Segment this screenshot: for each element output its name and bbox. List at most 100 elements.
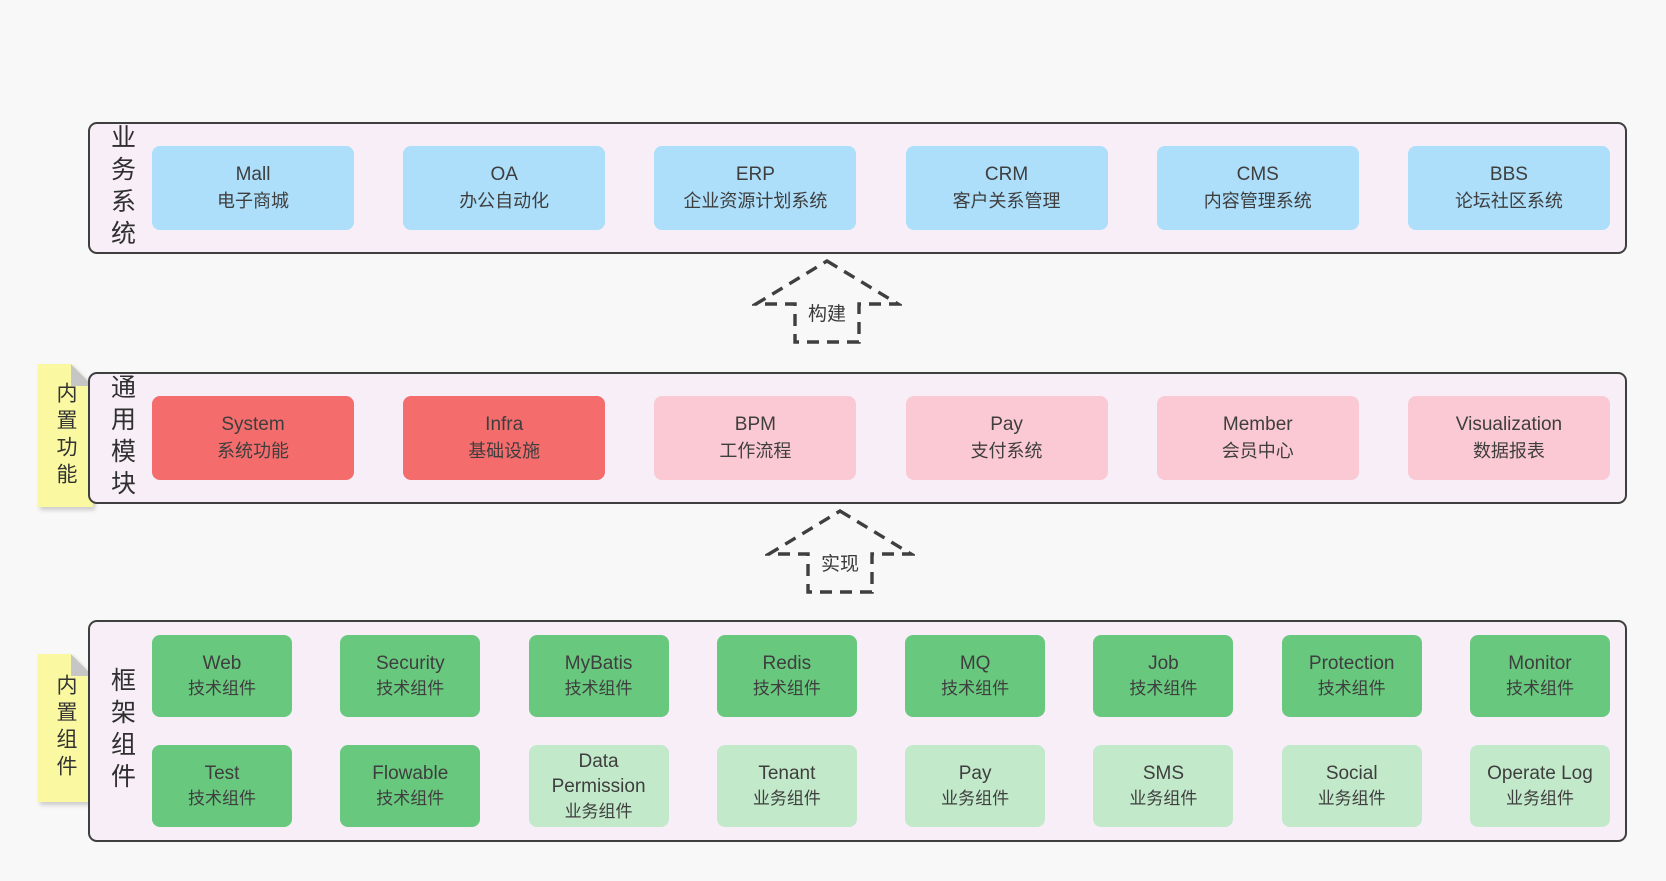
diagram-box-job: Job 技术组件	[1093, 635, 1234, 717]
box-title: Operate Log	[1487, 763, 1593, 784]
implement-arrow: 实现	[765, 508, 915, 596]
diagram-box-member: Member 会员中心	[1156, 396, 1359, 480]
box-subtitle: 业务组件	[1129, 789, 1198, 808]
box-subtitle: 基础设施	[468, 441, 541, 461]
box-subtitle: 办公自动化	[459, 191, 550, 211]
box-title: Flowable	[372, 763, 449, 784]
box-title: Tenant	[758, 763, 816, 784]
diagram-box-visualization: Visualization 数据报表	[1407, 396, 1610, 480]
diagram-box-oa: OA 办公自动化	[403, 146, 606, 230]
box-title: OA	[490, 164, 518, 185]
box-subtitle: 论坛社区系统	[1454, 191, 1563, 211]
diagram-box-monitor: Monitor 技术组件	[1469, 635, 1610, 717]
panel-label-wrap: 业务系统	[90, 124, 152, 252]
box-subtitle: 技术组件	[376, 789, 445, 808]
box-title: CRM	[984, 164, 1029, 185]
diagram-box-mall: Mall 电子商城	[152, 146, 354, 230]
box-subtitle: 技术组件	[188, 679, 256, 698]
panel-label-wrap: 框架组件	[90, 667, 152, 795]
box-subtitle: 技术组件	[564, 679, 633, 698]
diagram-box-infra: Infra 基础设施	[403, 396, 606, 480]
box-subtitle: 技术组件	[1317, 679, 1386, 698]
box-title: CMS	[1236, 164, 1279, 185]
diagram-box-cms: CMS 内容管理系统	[1156, 146, 1359, 230]
box-subtitle: 技术组件	[188, 789, 256, 808]
box-title: MyBatis	[564, 653, 633, 674]
box-title: ERP	[735, 164, 775, 185]
business-systems-label: 业务系统	[107, 124, 136, 252]
common-modules-label: 通用模块	[107, 374, 136, 502]
diagram-box-test: Test 技术组件	[152, 745, 292, 827]
diagram-box-operate-log: Operate Log 业务组件	[1469, 745, 1610, 827]
box-title: Social	[1325, 763, 1378, 784]
box-title: BBS	[1489, 164, 1528, 185]
diagram-box-protection: Protection 技术组件	[1281, 635, 1422, 717]
diagram-box-mq: MQ 技术组件	[905, 635, 1046, 717]
diagram-box-social: Social 业务组件	[1281, 745, 1422, 827]
box-subtitle: 工作流程	[719, 441, 792, 461]
sticky-note-label: 内置组件	[54, 674, 77, 782]
box-subtitle: 会员中心	[1221, 441, 1294, 461]
box-title: Infra	[485, 414, 524, 435]
diagram-box-crm: CRM 客户关系管理	[905, 146, 1108, 230]
build-arrow: 构建	[752, 258, 902, 346]
diagram-box-flowable: Flowable 技术组件	[340, 745, 481, 827]
box-subtitle: 技术组件	[1129, 679, 1198, 698]
box-title: Protection	[1308, 653, 1395, 674]
build-arrow-label: 构建	[803, 298, 851, 327]
box-subtitle: 技术组件	[752, 679, 821, 698]
box-subtitle: 业务组件	[1317, 789, 1386, 808]
box-title: MQ	[959, 653, 991, 674]
diagram-box-sms: SMS 业务组件	[1093, 745, 1234, 827]
sticky-note-built-in-components: 内置组件	[38, 654, 93, 802]
diagram-box-security: Security 技术组件	[340, 635, 481, 717]
sticky-note-paper: 内置功能	[38, 364, 93, 507]
box-subtitle: 业务组件	[941, 789, 1010, 808]
diagram-box-pay: Pay 支付系统	[905, 396, 1108, 480]
diagram-box-system: System 系统功能	[152, 396, 354, 480]
box-subtitle: 系统功能	[217, 441, 289, 461]
box-subtitle: 技术组件	[1505, 679, 1574, 698]
box-subtitle: 电子商城	[217, 191, 289, 211]
box-title: Job	[1148, 653, 1179, 674]
sticky-note-built-in-features: 内置功能	[38, 364, 93, 507]
panel-label-wrap: 通用模块	[90, 374, 152, 502]
business-boxes-row: Mall 电子商城 OA 办公自动化 ERP 企业资源计划系统 CRM 客户关系管理 CMS 内容…	[152, 146, 1625, 230]
box-subtitle: 数据报表	[1472, 441, 1545, 461]
box-title: Monitor	[1508, 653, 1572, 674]
box-title: Test	[204, 763, 240, 784]
box-title: Member	[1222, 414, 1293, 435]
box-subtitle: 客户关系管理	[952, 191, 1061, 211]
box-title: SMS	[1142, 763, 1184, 784]
box-title: Mall	[235, 164, 271, 185]
sticky-note-paper: 内置组件	[38, 654, 93, 802]
box-subtitle: 技术组件	[941, 679, 1010, 698]
box-subtitle: 支付系统	[970, 441, 1043, 461]
implement-arrow-label: 实现	[816, 548, 864, 577]
diagram-box-erp: ERP 企业资源计划系统	[654, 146, 857, 230]
box-subtitle: 内容管理系统	[1203, 191, 1312, 211]
box-subtitle: 业务组件	[1505, 789, 1574, 808]
diagram-box-mybatis: MyBatis 技术组件	[528, 635, 669, 717]
framework-components-label: 框架组件	[107, 667, 136, 795]
box-subtitle: 企业资源计划系统	[683, 191, 828, 211]
sticky-note-label: 内置功能	[54, 381, 77, 490]
box-title: Visualization	[1455, 414, 1563, 435]
diagram-box-web: Web 技术组件	[152, 635, 292, 717]
box-title: Web	[202, 653, 242, 674]
box-subtitle: 业务组件	[564, 801, 633, 821]
box-title: System	[221, 414, 285, 435]
box-subtitle: 技术组件	[376, 679, 445, 698]
box-title: Pay	[990, 414, 1023, 435]
box-title: Security	[375, 653, 445, 674]
